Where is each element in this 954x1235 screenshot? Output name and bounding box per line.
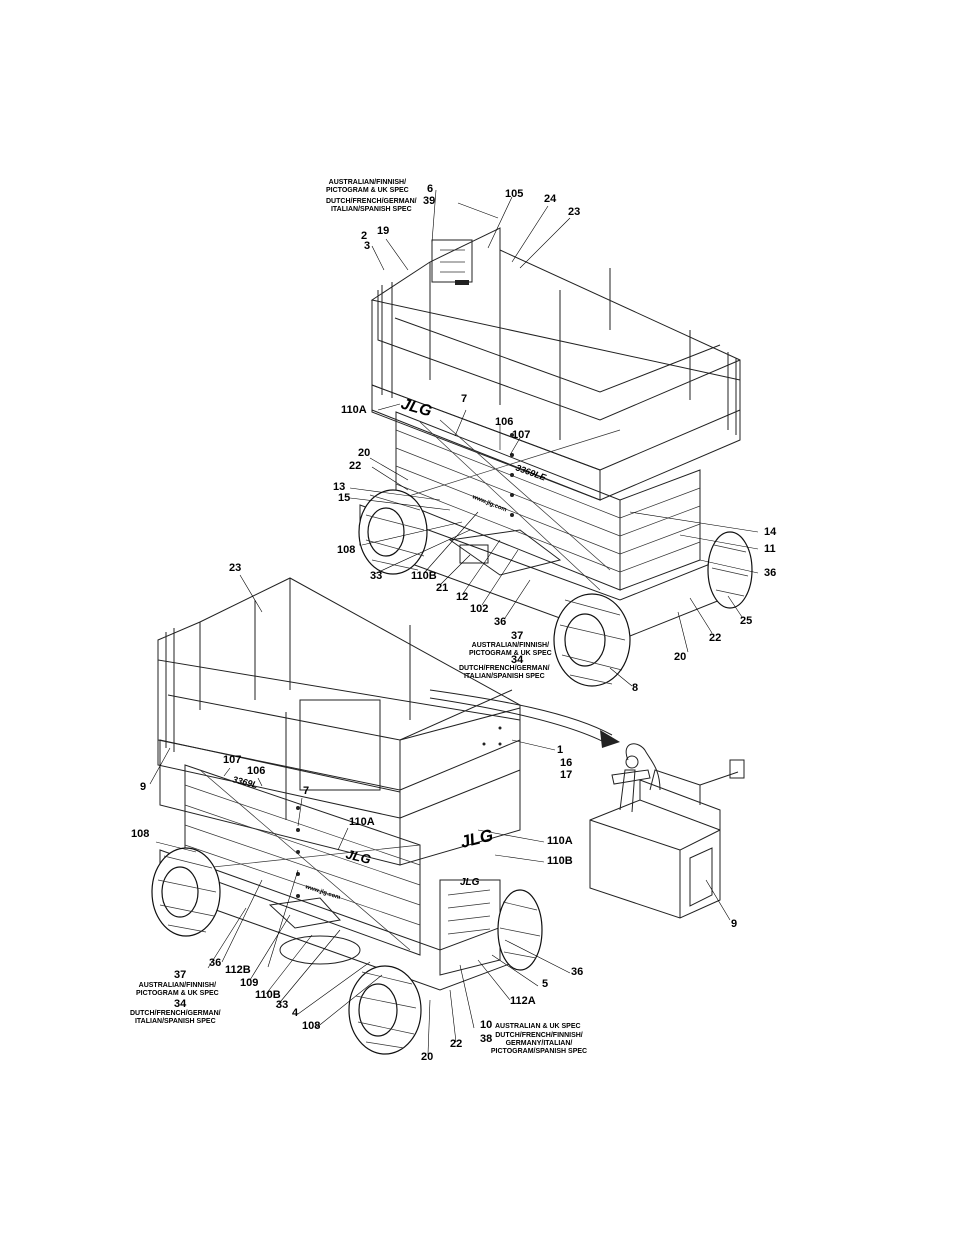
callout-33-lower: 33 [276, 999, 289, 1011]
lower-machine-drawing: JLG JLG JLG 3369L www.jlg.com [151, 577, 543, 1055]
lower-note-left-a: AUSTRALIAN/FINNISH/ PICTOGRAM & UK SPEC [136, 982, 219, 997]
callout-109: 109 [240, 977, 259, 989]
callout-106-lower: 106 [247, 765, 266, 777]
upper-note-top-b: DUTCH/FRENCH/GERMAN/ ITALIAN/SPANISH SPE… [326, 198, 417, 213]
callout-1: 1 [557, 744, 564, 756]
callout-107-upper: 107 [512, 429, 531, 441]
callout-37-upper: 37 [511, 630, 524, 642]
callout-21: 21 [436, 582, 449, 594]
callout-8: 8 [632, 682, 639, 694]
lower-jlg-logo-side: JLG [344, 846, 372, 867]
lower-note-right-a: AUSTRALIAN & UK SPEC [495, 1023, 581, 1030]
callout-34-lower: 34 [174, 998, 187, 1010]
callout-23-lower: 23 [229, 562, 242, 574]
callout-110a-lower-1: 110A [349, 816, 375, 828]
callout-36-upper-a: 36 [494, 616, 507, 628]
callout-22-upper-b: 22 [709, 632, 722, 644]
callout-4: 4 [292, 1007, 299, 1019]
upper-note-mid-a: AUSTRALIAN/FINNISH/ PICTOGRAM & UK SPEC [469, 642, 552, 657]
callout-20-lower: 20 [421, 1051, 434, 1063]
callout-19: 19 [377, 225, 390, 237]
callout-20-upper: 20 [358, 447, 371, 459]
callout-25: 25 [740, 615, 753, 627]
callout-36-lower-a: 36 [209, 957, 222, 969]
callout-112a: 112A [510, 995, 536, 1007]
callout-9-lower: 9 [140, 781, 147, 793]
callout-34-upper: 34 [511, 654, 524, 666]
callout-17: 17 [560, 769, 573, 781]
callout-36-upper-b: 36 [764, 567, 777, 579]
upper-note-top-a: AUSTRALIAN/FINNISH/ PICTOGRAM & UK SPEC [326, 179, 409, 194]
callout-24: 24 [544, 193, 557, 205]
lower-jlg-logo-front: JLG [458, 825, 495, 851]
lower-web-decal: www.jlg.com [303, 884, 340, 901]
upper-jlg-logo: JLG [399, 396, 434, 421]
callout-3: 3 [364, 240, 371, 252]
callout-16: 16 [560, 757, 573, 769]
callout-37-lower: 37 [174, 969, 187, 981]
callout-7-lower: 7 [303, 785, 310, 797]
svg-text:JLG: JLG [460, 877, 480, 888]
upper-note-mid-b: DUTCH/FRENCH/GERMAN/ ITALIAN/SPANISH SPE… [459, 665, 550, 680]
callout-39: 39 [423, 195, 436, 207]
callout-9-control-box: 9 [731, 918, 738, 930]
callout-23-upper: 23 [568, 206, 581, 218]
callout-33-upper: 33 [370, 570, 383, 582]
callout-110b-lower-1: 110B [547, 855, 573, 867]
callout-13: 13 [333, 481, 346, 493]
lower-note-left-b: DUTCH/FRENCH/GERMAN/ ITALIAN/SPANISH SPE… [130, 1010, 221, 1025]
upper-leader-lines [349, 189, 759, 687]
callout-5: 5 [542, 978, 549, 990]
callout-110b-lower-2: 110B [255, 989, 281, 1001]
callout-110a-lower-2: 110A [547, 835, 573, 847]
callout-2: 2 [361, 230, 368, 242]
callout-110b-upper: 110B [411, 570, 437, 582]
callout-102: 102 [470, 603, 489, 615]
callout-106-upper: 106 [495, 416, 514, 428]
callout-11: 11 [764, 543, 776, 555]
lower-note-right-b: DUTCH/FRENCH/FINNISH/ GERMANY/ITALIAN/ P… [490, 1032, 588, 1055]
control-box-drawing [589, 743, 745, 919]
callout-12: 12 [456, 591, 469, 603]
callout-10: 10 [480, 1019, 493, 1031]
callout-108-upper: 108 [337, 544, 356, 556]
callout-112b: 112B [225, 964, 251, 976]
callout-14: 14 [764, 526, 777, 538]
callout-20-upper-b: 20 [674, 651, 687, 663]
callout-38: 38 [480, 1033, 493, 1045]
callout-22-lower: 22 [450, 1038, 463, 1050]
callout-36-lower-b: 36 [571, 966, 584, 978]
callout-105: 105 [505, 188, 524, 200]
callout-15: 15 [338, 492, 351, 504]
lower-leader-lines [149, 574, 571, 1055]
upper-web-decal: www.jlg.com [470, 494, 507, 514]
callout-108-lower-1: 108 [131, 828, 150, 840]
callout-6: 6 [427, 183, 434, 195]
upper-machine-drawing: JLG 3369LE www.jlg.com [358, 227, 753, 687]
callout-110a-upper: 110A [341, 404, 367, 416]
callout-22-upper: 22 [349, 460, 362, 472]
callout-7-upper: 7 [461, 393, 468, 405]
callout-107-lower: 107 [223, 754, 242, 766]
callout-108-lower-2: 108 [302, 1020, 321, 1032]
